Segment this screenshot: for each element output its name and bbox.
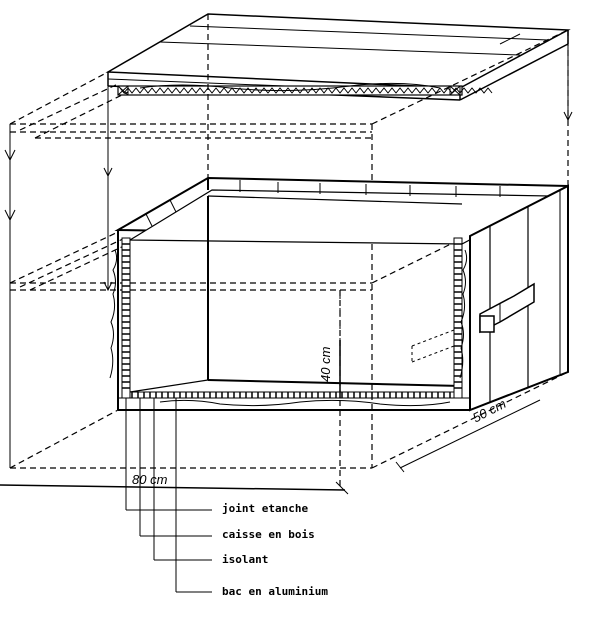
height-dimension-label: 40 cm xyxy=(318,346,333,382)
width-dimension-label: 80 cm xyxy=(132,472,168,487)
legend-label-aluminium-tray: bac en aluminium xyxy=(222,585,328,598)
legend-label-insulation: isolant xyxy=(222,553,269,566)
legend-label-wood-case: caisse en bois xyxy=(222,528,315,541)
box-body xyxy=(109,82,569,412)
legend-label-seal: joint etanche xyxy=(222,502,309,515)
ghost-lines xyxy=(9,14,569,490)
